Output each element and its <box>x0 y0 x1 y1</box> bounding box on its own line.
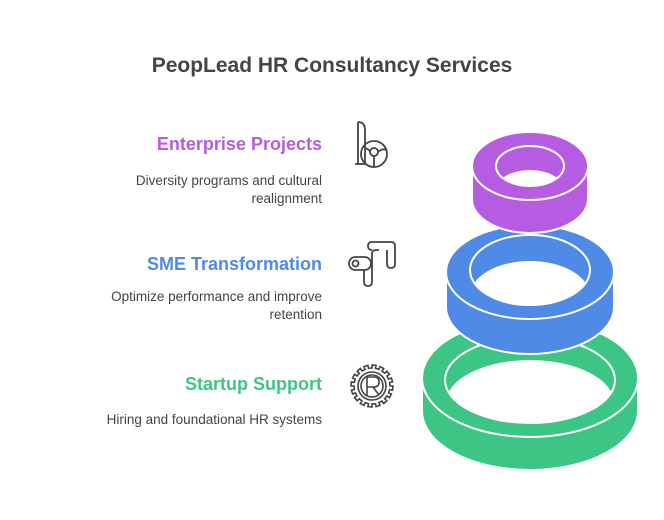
ring-sme <box>445 224 615 355</box>
enterprise-heading: Enterprise Projects <box>156 134 322 154</box>
startup-heading: Startup Support <box>185 374 322 394</box>
diversity-icon <box>355 121 388 168</box>
sme-heading: SME Transformation <box>146 254 322 274</box>
analytics-icon <box>348 241 396 287</box>
diagram-title: PeopLead HR Consultancy Services <box>151 54 513 77</box>
ring-startup <box>421 318 639 471</box>
sme-description: Optimize performance and improve retenti… <box>111 289 322 322</box>
startup-description: Hiring and foundational HR systems <box>106 412 322 427</box>
gear-r-icon <box>350 364 394 408</box>
enterprise-description: Diversity programs and cultural realignm… <box>135 173 322 206</box>
ring-enterprise <box>471 131 589 234</box>
